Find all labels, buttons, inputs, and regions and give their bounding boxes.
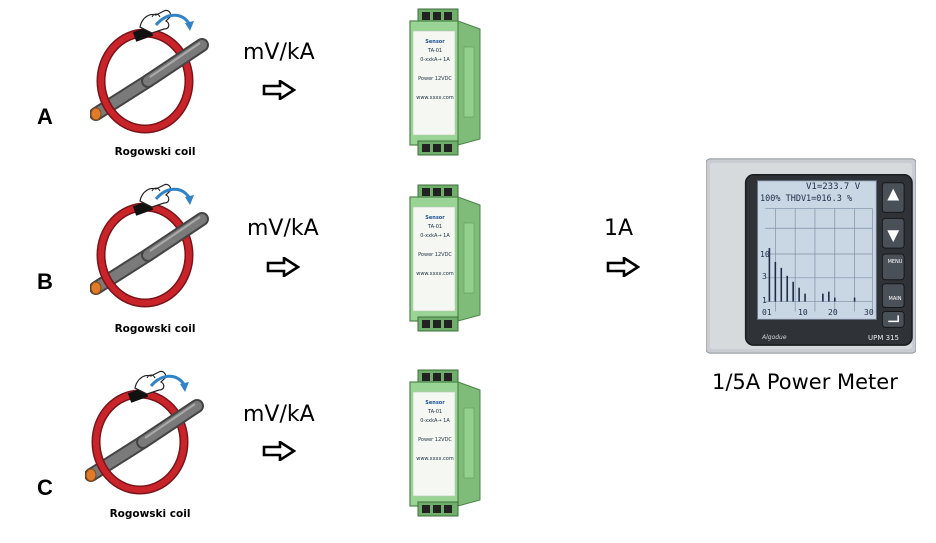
module-line1: 0-xxkA→ 1A xyxy=(414,56,456,65)
output-unit-b: mV/kA xyxy=(247,216,319,241)
module-brand: Sensor xyxy=(414,399,456,408)
lcd-row2: 100% THDV1=016.3 % xyxy=(760,194,852,204)
rogowski-coil-icon xyxy=(85,365,205,505)
right-arrow-icon xyxy=(606,257,640,277)
output-unit-a: mV/kA xyxy=(243,40,315,65)
module-line3: www.xxxx.com xyxy=(414,455,456,464)
right-arrow-icon xyxy=(262,80,296,100)
module-model: TA-01 xyxy=(414,47,456,56)
phase-label-c: C xyxy=(37,475,53,501)
meter-input-label: 1A xyxy=(604,216,633,241)
output-unit-c: mV/kA xyxy=(243,402,315,427)
module-line3: www.xxxx.com xyxy=(414,94,456,103)
lcd-xtick: 01 xyxy=(762,308,772,317)
module-text-c: Sensor TA-01 0-xxkA→ 1A Power 12VDC www.… xyxy=(414,399,456,464)
module-line2: Power 12VDC xyxy=(414,75,456,84)
meter-main-button: MAIN xyxy=(886,296,904,302)
phase-label-b: B xyxy=(37,269,53,295)
module-line1: 0-xxkA→ 1A xyxy=(414,417,456,426)
rogowski-coil-icon xyxy=(90,4,210,144)
coil-label-b: Rogowski coil xyxy=(95,323,215,335)
module-model: TA-01 xyxy=(414,408,456,417)
meter-menu-button: MENU xyxy=(886,259,904,265)
module-line2: Power 12VDC xyxy=(414,251,456,260)
module-text-a: Sensor TA-01 0-xxkA→ 1A Power 12VDC www.… xyxy=(414,38,456,103)
lcd-xtick: 10 xyxy=(798,308,808,317)
lcd-ytick-top: 10 xyxy=(760,250,770,259)
rogowski-coil-icon xyxy=(90,178,210,318)
phase-label-a: A xyxy=(37,104,53,130)
module-line2: Power 12VDC xyxy=(414,436,456,445)
module-text-b: Sensor TA-01 0-xxkA→ 1A Power 12VDC www.… xyxy=(414,214,456,279)
meter-brand: Algodue xyxy=(762,334,787,341)
power-meter: V1=233.7 V 100% THDV1=016.3 % 10 3 1 01 … xyxy=(706,158,918,354)
module-line3: www.xxxx.com xyxy=(414,270,456,279)
lcd-ytick-mid: 3 xyxy=(762,272,767,281)
lcd-ytick-low: 1 xyxy=(762,296,767,305)
module-line1: 0-xxkA→ 1A xyxy=(414,232,456,241)
module-brand: Sensor xyxy=(414,38,456,47)
right-arrow-icon xyxy=(262,441,296,461)
lcd-xtick: 30 xyxy=(864,308,874,317)
meter-caption: 1/5A Power Meter xyxy=(712,370,898,394)
lcd-row1: V1=233.7 V xyxy=(806,182,860,192)
lcd-xtick: 20 xyxy=(828,308,838,317)
module-brand: Sensor xyxy=(414,214,456,223)
coil-label-c: Rogowski coil xyxy=(90,508,210,520)
coil-label-a: Rogowski coil xyxy=(95,146,215,158)
right-arrow-icon xyxy=(266,257,300,277)
meter-model: UPM 315 xyxy=(868,334,899,342)
module-model: TA-01 xyxy=(414,223,456,232)
